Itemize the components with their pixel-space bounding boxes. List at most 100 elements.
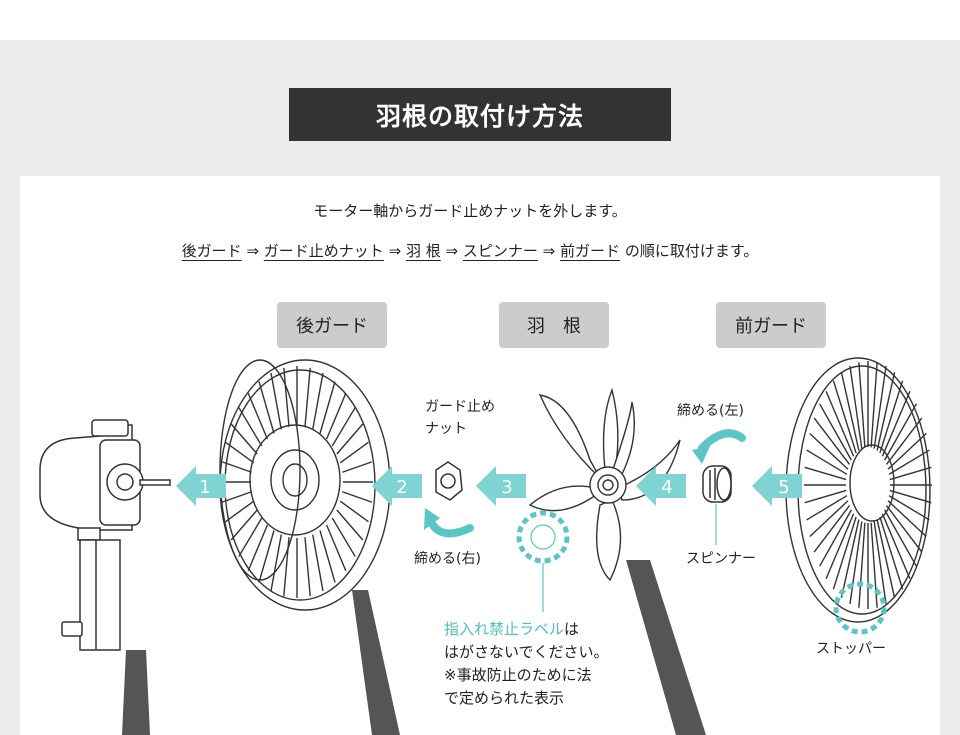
guard-spoke <box>238 407 263 447</box>
guard-spoke <box>879 516 904 590</box>
order-arrow: ⇒ <box>542 242 556 260</box>
guard-spoke <box>876 372 896 451</box>
guard-spoke <box>325 392 347 440</box>
nut-label: ガード止め ナット <box>425 396 495 440</box>
guard-spoke <box>809 432 849 470</box>
step-number-2: 2 <box>396 477 407 498</box>
guard-spoke <box>832 380 857 454</box>
guard-spoke <box>283 537 290 597</box>
guard-spoke <box>221 491 252 503</box>
guard-spoke <box>813 505 851 553</box>
guard-spoke <box>258 530 275 583</box>
rear-guard-pole <box>352 590 400 735</box>
stopper-marker <box>833 581 887 635</box>
finger-guard-label-marker <box>516 510 570 564</box>
warning-line1-rest: は <box>564 620 580 638</box>
guard-nut-illustration <box>435 461 463 501</box>
guard-spoke <box>336 509 364 541</box>
step-arrow-5: 5 <box>752 466 802 506</box>
guard-spoke <box>304 367 311 427</box>
guard-spoke <box>881 513 911 579</box>
guard-spoke <box>885 505 923 553</box>
guard-spoke <box>889 466 932 481</box>
guard-spoke <box>858 362 866 448</box>
guard-spoke <box>876 519 896 598</box>
warning-highlight: 指入れ禁止ラベル <box>444 620 565 638</box>
instruction-panel <box>20 176 940 735</box>
tag-front-guard: 前ガード <box>716 302 826 348</box>
guard-spoke <box>849 365 863 449</box>
guard-spoke <box>873 521 887 605</box>
warning-line2: はがさないでください。 <box>444 643 609 661</box>
step-arrow-4: 4 <box>636 466 686 506</box>
guard-spoke <box>238 517 263 557</box>
order-arrow: ⇒ <box>246 242 260 260</box>
guard-spoke <box>873 365 887 449</box>
guard-spoke <box>331 517 356 557</box>
order-item-front-guard: 前ガード <box>560 242 621 260</box>
rear-guard-spokes <box>221 366 373 598</box>
guard-spoke <box>247 524 269 572</box>
guard-spoke <box>270 372 282 430</box>
front-guard-spokes <box>804 361 932 609</box>
order-item-rear-guard: 後ガード <box>181 242 242 260</box>
guard-spoke <box>825 391 855 457</box>
guard-spoke <box>884 509 917 567</box>
tighten-right-label: 締める(右) <box>414 551 481 567</box>
tighten-left-arrowhead-icon <box>692 446 710 464</box>
tag-rear-guard: 後ガード <box>277 302 387 348</box>
spinner-label: スピンナー <box>686 551 756 567</box>
guard-spoke <box>840 372 860 451</box>
order-arrow: ⇒ <box>445 242 459 260</box>
section-title: 羽根の取付け方法 <box>289 88 671 141</box>
guard-spoke <box>304 537 311 597</box>
guard-spoke <box>870 362 878 448</box>
guard-spoke <box>888 449 930 475</box>
guard-spoke <box>342 461 373 473</box>
guard-spoke <box>225 441 255 464</box>
step-number-1: 1 <box>199 477 210 498</box>
guard-spoke <box>809 500 849 538</box>
guard-spoke <box>806 495 848 521</box>
step-number-4: 4 <box>661 477 672 498</box>
guard-spoke <box>879 380 904 454</box>
warning-line3: ※事故防止のために法 <box>444 666 592 684</box>
spinner-illustration <box>702 465 732 503</box>
guard-spoke <box>887 432 927 470</box>
order-suffix: の順に取付けます。 <box>624 242 759 260</box>
guard-spoke <box>336 423 364 455</box>
guard-spoke <box>858 522 866 608</box>
guard-spoke <box>849 521 863 605</box>
warning-note: 指入れ禁止ラベルは はがさないでください。 ※事故防止のために法 で定められた表… <box>444 618 609 710</box>
warning-line4: で定められた表示 <box>444 689 565 707</box>
guard-spoke <box>312 372 324 430</box>
step-number-5: 5 <box>778 477 789 498</box>
rear-guard-illustration <box>219 359 391 611</box>
guard-spoke <box>342 491 373 503</box>
tag-blade: 羽 根 <box>499 302 609 348</box>
stand-pole-base <box>122 650 150 735</box>
guard-spoke <box>825 513 855 579</box>
guard-spoke <box>225 500 255 523</box>
step-arrow-1: 1 <box>176 466 226 506</box>
nut-label-line1: ガード止め <box>425 399 495 415</box>
guard-spoke <box>339 441 369 464</box>
tighten-right-arrowhead-icon <box>424 508 440 530</box>
stopper-label: ストッパー <box>816 641 886 657</box>
guard-spoke <box>230 509 258 541</box>
guard-spoke <box>283 367 290 427</box>
guard-spoke <box>221 461 252 473</box>
order-arrow: ⇒ <box>388 242 402 260</box>
guard-spoke <box>806 449 848 475</box>
guard-spoke <box>804 489 847 504</box>
tighten-left-label: 締める(左) <box>677 403 744 419</box>
guard-spoke <box>881 391 911 457</box>
tighten-left-arrow-icon <box>698 429 746 452</box>
guard-spoke <box>325 524 347 572</box>
blade-pole <box>626 560 706 735</box>
guard-spoke <box>339 500 369 523</box>
order-item-nut: ガード止めナット <box>263 242 384 260</box>
guard-spoke <box>889 489 932 504</box>
